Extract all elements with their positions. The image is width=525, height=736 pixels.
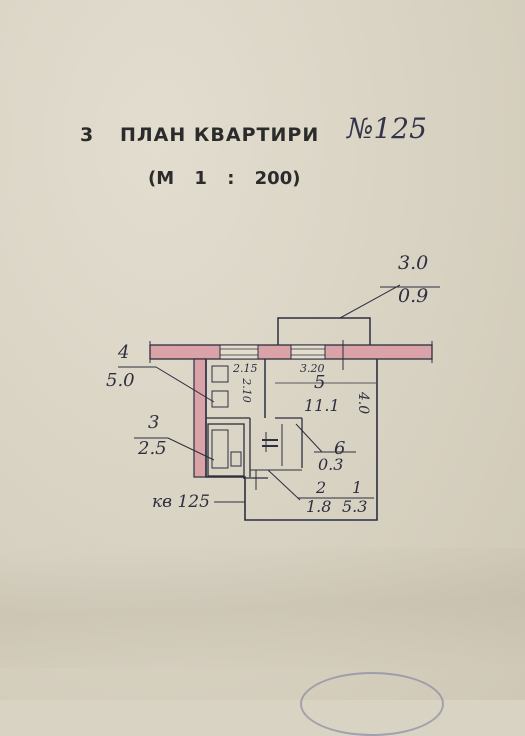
kitchen-width: 2.15 [233, 362, 258, 375]
apartment-label: кв 125 [152, 492, 210, 512]
room-5-number: 5 [314, 372, 326, 393]
room-3-number: 3 [148, 412, 160, 433]
apartment-number: №125 [347, 112, 427, 145]
window [219, 344, 259, 360]
room-6-number: 6 [334, 438, 346, 459]
section-number: 3 [80, 124, 95, 146]
room-3-area: 2.5 [138, 438, 167, 459]
balcony-area: 0.9 [398, 285, 429, 307]
room-4-number: 4 [118, 342, 130, 363]
room-depth: 4.0 [355, 391, 372, 415]
left-wall [193, 358, 207, 478]
floor-plan [118, 284, 440, 521]
stove [211, 365, 229, 383]
room-2-area: 1.8 [306, 497, 332, 516]
balcony [277, 317, 371, 347]
paper-fold [0, 548, 525, 668]
kitchen-depth: 2.10 [239, 378, 253, 403]
sink [211, 390, 229, 408]
room-1-area: 5.3 [342, 497, 368, 516]
room-5-area: 11.1 [304, 396, 340, 415]
room-6-area: 0.3 [318, 455, 344, 474]
room-4-area: 5.0 [106, 370, 135, 391]
scale-label: (М 1 : 200) [148, 168, 301, 189]
page-title: ПЛАН КВАРТИРИ [120, 124, 320, 146]
room-width: 3.20 [300, 362, 325, 375]
balcony-number: 3.0 [398, 252, 429, 274]
apartment-outline [205, 359, 378, 521]
room-2-number: 2 [316, 478, 327, 497]
toilet [230, 451, 242, 467]
window [290, 344, 326, 360]
bathroom [207, 423, 245, 477]
stamp [300, 672, 444, 736]
room-1-number: 1 [352, 478, 363, 497]
bathtub [211, 429, 229, 469]
